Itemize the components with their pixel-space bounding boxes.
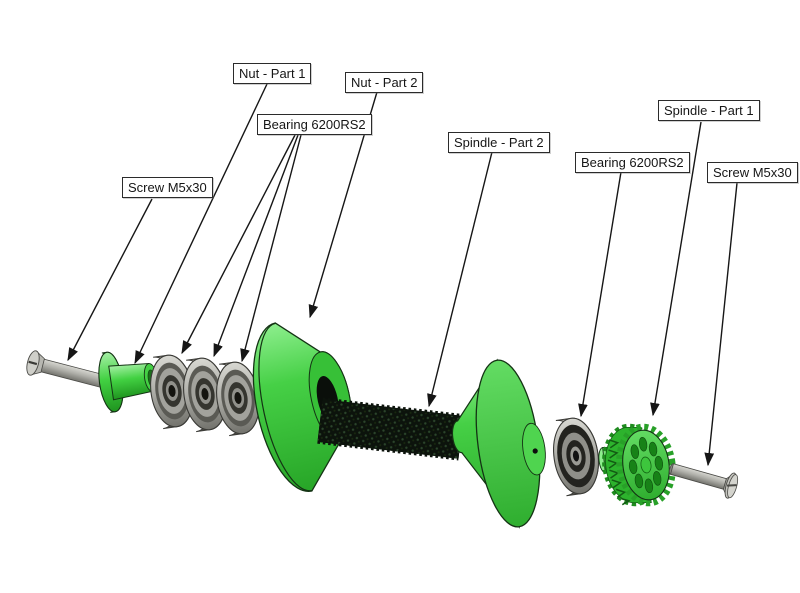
gear-lightening-holes [628, 436, 664, 494]
leader-bearing-2 [213, 134, 299, 358]
leader-spindle-2 [427, 151, 493, 408]
label-nut-part-1: Nut - Part 1 [233, 63, 312, 84]
spindle-part-2-right-cone [451, 358, 546, 529]
leader-bearing-4 [578, 171, 622, 418]
label-bearing-6200rs2-left: Bearing 6200RS2 [257, 114, 372, 135]
leader-spindle-1 [650, 121, 702, 417]
nut-part-1-part [98, 351, 158, 413]
leader-bearing-1 [181, 134, 296, 355]
bearing-6200rs2-2 [183, 357, 227, 433]
label-nut-part-2: Nut - Part 2 [345, 72, 424, 93]
leader-screw-right [704, 182, 738, 467]
leader-nut-1 [134, 83, 268, 365]
bearing-6200rs2-4 [553, 417, 599, 497]
leader-bearing-3 [240, 134, 302, 363]
label-spindle-part-1: Spindle - Part 1 [658, 100, 760, 121]
screw-m5x30-left [26, 350, 107, 388]
label-screw-m5x30-right: Screw M5x30 [707, 162, 798, 183]
screw-m5x30-right [669, 463, 739, 499]
screw-slot [727, 484, 737, 487]
leader-screw-left [67, 198, 153, 362]
label-screw-m5x30-left: Screw M5x30 [122, 177, 213, 198]
leader-lines [67, 83, 738, 467]
label-spindle-part-2: Spindle - Part 2 [448, 132, 550, 153]
bearing-6200rs2-1 [150, 354, 194, 430]
screw-slot [28, 360, 38, 366]
spindle-part-1-gear [602, 423, 676, 507]
spindle-part-2-threaded-shaft [317, 397, 464, 461]
label-bearing-6200rs2-right: Bearing 6200RS2 [575, 152, 690, 173]
